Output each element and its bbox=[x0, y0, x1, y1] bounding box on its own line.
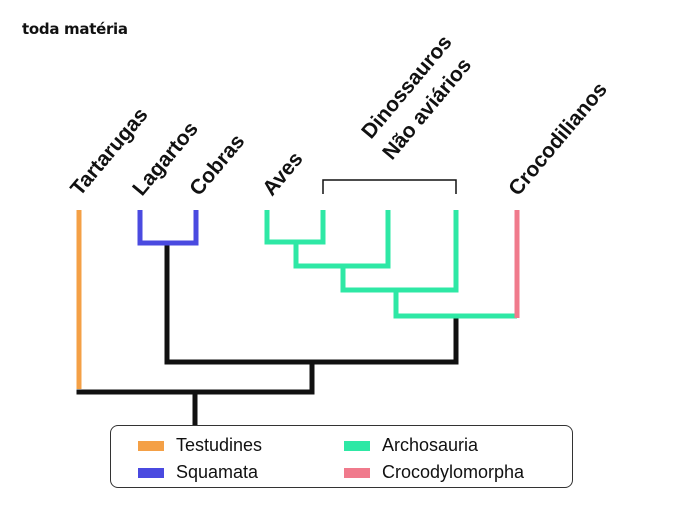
legend: Testudines Squamata Archosauria Crocodyl… bbox=[110, 425, 573, 488]
label-crocodilianos: Crocodilianos bbox=[504, 78, 612, 200]
legend-label: Archosauria bbox=[382, 435, 479, 455]
legend-label: Testudines bbox=[176, 435, 263, 455]
squamata-clade bbox=[137, 210, 199, 246]
legend-item-crocodylomorpha: Crocodylomorpha bbox=[344, 462, 524, 483]
legend-item-testudines: Testudines bbox=[138, 435, 262, 456]
legend-swatch bbox=[344, 440, 370, 451]
legend-item-squamata: Squamata bbox=[138, 462, 258, 483]
brand-logo: toda matéria bbox=[22, 20, 128, 38]
dinosaurs-bracket bbox=[322, 179, 457, 194]
legend-swatch bbox=[344, 467, 370, 478]
archosauria-clade bbox=[264, 210, 517, 319]
legend-swatch bbox=[138, 440, 164, 451]
dino-node-1 bbox=[293, 210, 391, 269]
legend-label: Squamata bbox=[176, 462, 259, 482]
tree-backbone bbox=[76, 241, 459, 428]
legend-swatch bbox=[138, 467, 164, 478]
legend-label: Crocodylomorpha bbox=[382, 462, 525, 482]
label-aves: Aves bbox=[258, 148, 307, 201]
legend-item-archosauria: Archosauria bbox=[344, 435, 478, 456]
archosauria-node bbox=[393, 290, 517, 319]
dino-node-2 bbox=[340, 210, 459, 293]
aves-node bbox=[264, 210, 326, 245]
squamata-node bbox=[137, 210, 199, 246]
